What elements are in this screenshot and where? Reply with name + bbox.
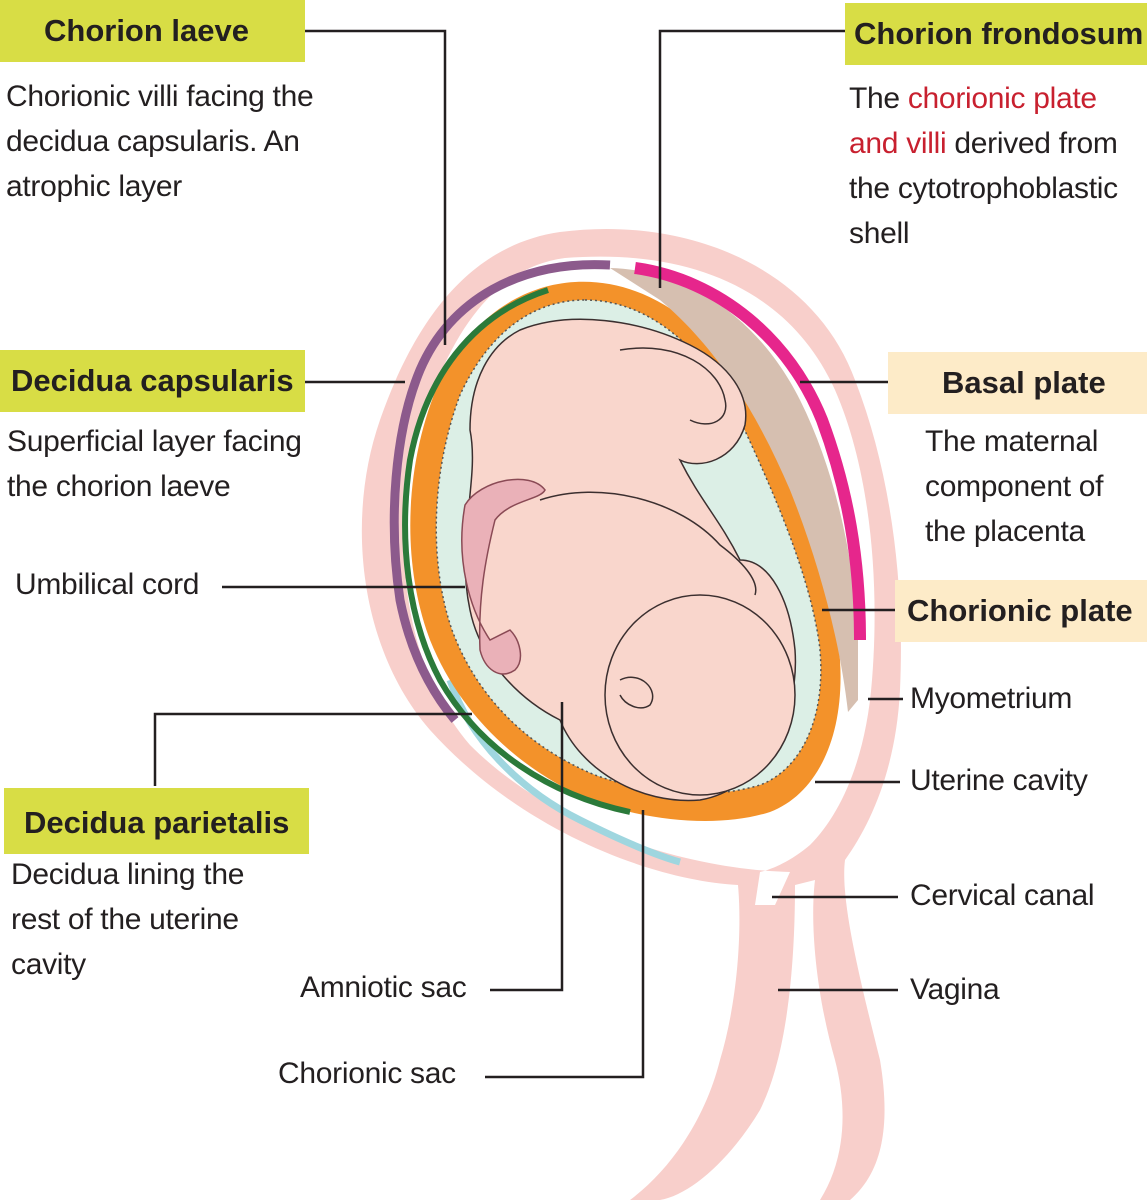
fetus (464, 318, 797, 802)
chorion-laeve-title: Chorion laeve (0, 0, 305, 62)
vagina-label: Vagina (910, 973, 1000, 1006)
decidua-parietalis-description: Decidua lining the rest of the uterine c… (11, 858, 245, 981)
leader-chorionic-sac (485, 810, 645, 1079)
basal-plate-description: The maternal component of the placenta (925, 425, 1104, 548)
leader-decidua-parietalis (153, 712, 472, 786)
decidua-capsularis-layer (389, 260, 611, 723)
leader-chorion-laeve (305, 29, 447, 345)
leader-amniotic-sac (490, 702, 564, 992)
amniotic-sac-label: Amniotic sac (300, 971, 467, 1004)
basal-plate-title: Basal plate (888, 352, 1147, 414)
chorion-laeve-layer (402, 287, 631, 815)
umbilical-cord-label: Umbilical cord (15, 568, 200, 601)
decidua-parietalis-title: Decidua parietalis (4, 788, 309, 854)
chorion-frondosum-title: Chorion frondosum (845, 3, 1147, 65)
decidua-capsularis-title: Decidua capsularis (0, 350, 305, 412)
chorion-laeve-description: Chorionic villi facing the decidua capsu… (6, 80, 314, 203)
chorion-frondosum-description: The chorionic plate and villi derived fr… (849, 82, 1118, 250)
basal-plate-layer (634, 262, 866, 641)
placenta (610, 268, 858, 712)
uterine-cavity-label: Uterine cavity (910, 764, 1088, 797)
leader-lines (153, 29, 903, 1079)
myometrium-label: Myometrium (910, 682, 1073, 715)
chorionic-plate-title: Chorionic plate (895, 580, 1147, 642)
umbilical-cord (461, 478, 546, 675)
cervical-canal-label: Cervical canal (910, 879, 1095, 912)
decidua-capsularis-description: Superficial layer facing the chorion lae… (7, 425, 302, 503)
leader-chorion-frondosum (658, 29, 845, 288)
chorionic-sac-label: Chorionic sac (278, 1057, 456, 1090)
